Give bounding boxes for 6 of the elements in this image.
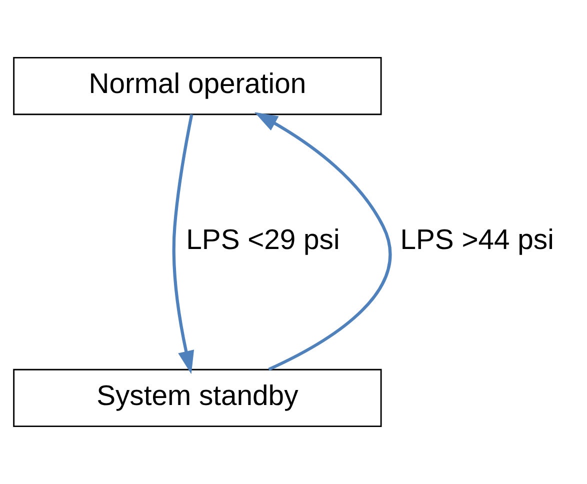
arrow (172, 114, 194, 374)
edge-label: LPS >44 psi (400, 224, 554, 256)
node-box: Normal operation (13, 56, 382, 116)
arrow (254, 112, 392, 371)
edge-label: LPS <29 psi (186, 224, 340, 256)
node-box: System standby (13, 368, 382, 428)
